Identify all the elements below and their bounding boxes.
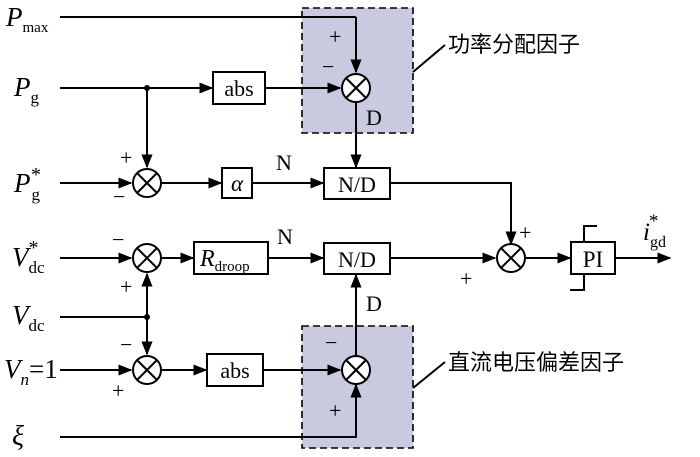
sign-plus-vn: + [112,378,124,403]
voltage-factor-label: 直流电压偏差因子 [448,351,624,376]
sign-minus-vdcref: − [112,227,124,252]
input-pg-ref: Pg* [13,164,41,204]
input-xi: ξ [12,421,24,452]
sign-plus-nd-bottom: + [460,266,472,291]
pi-block [570,241,616,275]
sign-plus-pmax: + [329,24,341,49]
sign-minus-pgref: − [113,184,125,209]
d-top-label: D [366,105,382,130]
nd-bottom-label: N/D [338,247,376,272]
power-factor-label: 功率分配因子 [448,33,580,58]
input-vdc: Vdc [12,300,45,335]
sign-plus-vdc: + [120,274,132,299]
n-top-label: N [276,150,292,175]
sign-minus-vdc: − [120,332,132,357]
input-pmax: Pmax [5,2,49,36]
rdroop-block [193,241,269,275]
sign-minus-abs-bottom: − [325,330,337,355]
abs-block-top [212,71,266,105]
abs-top-label: abs [224,76,253,101]
sign-minus-abs: − [322,54,334,79]
nd-block-top [323,167,391,200]
output-label: igd* [643,211,666,251]
voltage-factor-leader [412,361,446,389]
rdroop-label: Rdroop [199,246,250,275]
power-factor-region [301,7,414,134]
alpha-block [221,167,253,199]
input-vn: Vn=1 [4,354,58,389]
nd-top-to-sum-arrow [390,182,517,246]
input-vdc-ref: Vdc* [12,237,45,277]
abs-bottom-label: abs [220,358,249,383]
alpha-label: α [231,171,244,196]
pi-limit-lower [570,274,585,291]
pi-limit-upper [583,225,597,242]
input-pg: Pg [13,72,40,107]
power-factor-leader [412,44,446,73]
nd-top-label: N/D [338,172,376,197]
voltage-factor-region [301,325,414,449]
d-bottom-label: D [366,291,382,316]
sign-plus-xi: + [329,398,341,423]
pi-label: PI [583,247,603,272]
sign-plus-pg: + [120,145,132,170]
xi-arrow [60,383,362,438]
n-bottom-label: N [277,224,293,249]
sign-plus-nd-top: + [519,220,531,245]
